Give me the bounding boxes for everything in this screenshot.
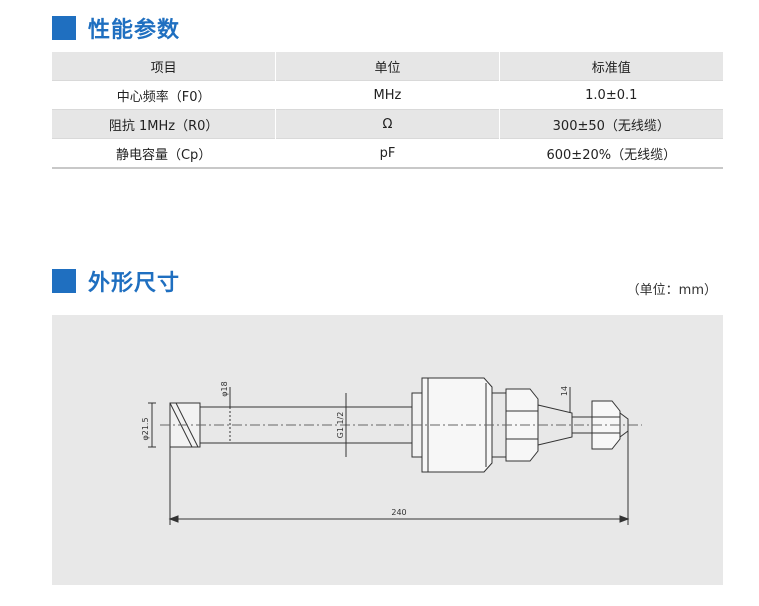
label-tip-diameter: φ21.5 (141, 417, 150, 440)
cell-unit: MHz (275, 80, 500, 110)
header-unit: 单位 (275, 52, 500, 81)
table-row: 中心频率（F0） MHz 1.0±0.1 (52, 80, 723, 110)
spec-table: 项目 单位 标准值 中心频率（F0） MHz 1.0±0.1 阻抗 1MHz（R… (52, 52, 723, 169)
cell-item: 静电容量（Cp） (52, 138, 277, 168)
label-thread: G1 1/2 (336, 412, 345, 439)
dim-line-tip (148, 402, 156, 448)
table-row: 阻抗 1MHz（R0） Ω 300±50（无线缆） (52, 109, 723, 139)
table-row: 静电容量（Cp） pF 600±20%（无线缆） (52, 138, 723, 168)
end-connector-edge (592, 416, 620, 434)
cell-standard: 300±50（无线缆） (552, 118, 670, 134)
section-marker (52, 269, 76, 293)
section-marker (52, 16, 76, 40)
header-item: 项目 (52, 52, 277, 81)
second-nut-edge (506, 410, 538, 440)
label-rod-diameter: φ18 (220, 381, 229, 396)
section-title-text: 性能参数 (88, 18, 181, 43)
section-title-performance: 性能参数 (52, 12, 180, 44)
section-title-text: 外形尺寸 (88, 271, 181, 296)
unit-note: （单位：mm） (626, 283, 717, 298)
extension-lines (169, 431, 629, 525)
cell-unit: pF (275, 138, 500, 168)
label-length: 240 (391, 508, 406, 517)
dimension-drawing: φ21.5 φ18 G1 1/2 14 240 (52, 315, 723, 585)
dim-arrows (168, 515, 630, 523)
cable-gland (537, 404, 573, 446)
rod-outline (200, 406, 412, 444)
section-title-dimensions: 外形尺寸 (52, 265, 180, 297)
cell-item: 阻抗 1MHz（R0） (52, 109, 277, 139)
cell-unit: Ω (275, 109, 500, 139)
sensor-drawing-svg: φ21.5 φ18 G1 1/2 14 240 (141, 377, 642, 525)
cell-item: 中心频率（F0） (52, 80, 277, 110)
cell-standard: 600±20%（无线缆） (546, 147, 677, 163)
table-header-row: 项目 单位 标准值 (52, 52, 723, 81)
header-standard: 标准值 (591, 60, 631, 76)
label-small-diameter: 14 (560, 386, 569, 396)
cell-standard: 1.0±0.1 (585, 87, 638, 103)
